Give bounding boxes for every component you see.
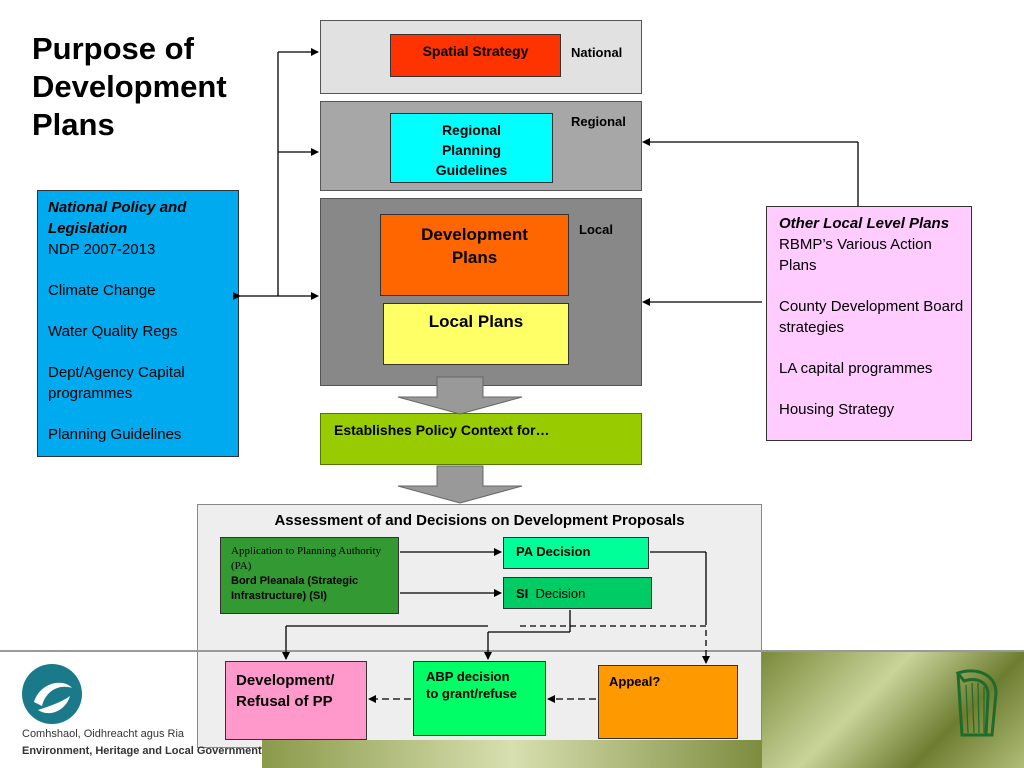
- si-decision-rest: Decision: [535, 586, 586, 601]
- rpg-line-1: Regional: [441, 122, 502, 138]
- policy-context-box: Establishes Policy Context for…: [320, 413, 642, 465]
- dev-plans-line-2: Plans: [451, 248, 498, 267]
- rpg-line-2: Planning: [441, 142, 502, 158]
- abp-decision-box: ABP decision to grant/refuse: [413, 661, 546, 736]
- other-local-item: RBMP’s Various Action Plans: [779, 236, 932, 274]
- footer-irish-text: Comhshaol, Oidhreacht agus Ria: [22, 728, 185, 740]
- development-plans-box: Development Plans: [380, 214, 569, 296]
- national-tier-label: National: [571, 45, 623, 60]
- refusal-box: Development/ Refusal of PP: [225, 661, 367, 740]
- other-local-plans-box: Other Local Level Plans RBMP’s Various A…: [766, 206, 972, 441]
- other-local-plans-heading: Other Local Level Plans: [779, 215, 950, 232]
- national-policy-item: Planning Guidelines: [48, 426, 182, 443]
- other-local-item: Housing Strategy: [779, 401, 895, 418]
- title-line-3: Plans: [32, 107, 115, 142]
- national-policy-heading: National Policy and Legislation: [48, 199, 187, 237]
- refusal-line-1: Development/: [236, 672, 335, 689]
- page-title: Purpose of Development Plans: [32, 30, 272, 144]
- application-box: Application to Planning Authority (PA) B…: [220, 537, 399, 614]
- abp-line-2: to grant/refuse: [426, 686, 518, 701]
- spatial-strategy-box: Spatial Strategy: [390, 34, 561, 77]
- refusal-line-2: Refusal of PP: [236, 693, 333, 710]
- application-pa-text: Application to Planning Authority (PA): [231, 545, 382, 572]
- si-decision-bold: SI: [516, 586, 529, 601]
- rpg-line-3: Guidelines: [435, 162, 508, 178]
- footer-divider: [0, 650, 1024, 652]
- abp-line-1: ABP decision: [426, 669, 510, 684]
- national-policy-item: Dept/Agency Capital programmes: [48, 364, 185, 402]
- dev-plans-line-1: Development: [421, 225, 528, 244]
- application-si-text: Bord Pleanala (Strategic Infrastructure)…: [231, 575, 359, 602]
- local-tier-label: Local: [579, 222, 613, 237]
- harp-icon: [955, 669, 998, 737]
- appeal-box: Appeal?: [598, 665, 738, 739]
- regional-tier-label: Regional: [571, 114, 626, 129]
- assessment-title: Assessment of and Decisions on Developme…: [274, 512, 685, 529]
- title-line-1: Purpose of: [32, 31, 194, 66]
- national-policy-box: National Policy and Legislation NDP 2007…: [37, 190, 239, 457]
- national-policy-item: NDP 2007-2013: [48, 241, 156, 258]
- pa-decision-box: PA Decision: [503, 537, 649, 569]
- local-plans-box: Local Plans: [383, 303, 569, 365]
- title-line-2: Development: [32, 69, 227, 104]
- other-local-item: LA capital programmes: [779, 360, 933, 377]
- footer-photo-strip: [262, 740, 762, 768]
- other-local-item: County Development Board strategies: [779, 298, 964, 336]
- department-logo-icon: [22, 664, 82, 724]
- footer-english-text: Environment, Heritage and Local Governme…: [22, 745, 262, 757]
- national-policy-item: Water Quality Regs: [48, 323, 178, 340]
- regional-planning-guidelines-box: Regional Planning Guidelines: [390, 113, 553, 183]
- si-decision-box: SI Decision: [503, 577, 652, 609]
- national-policy-item: Climate Change: [48, 282, 156, 299]
